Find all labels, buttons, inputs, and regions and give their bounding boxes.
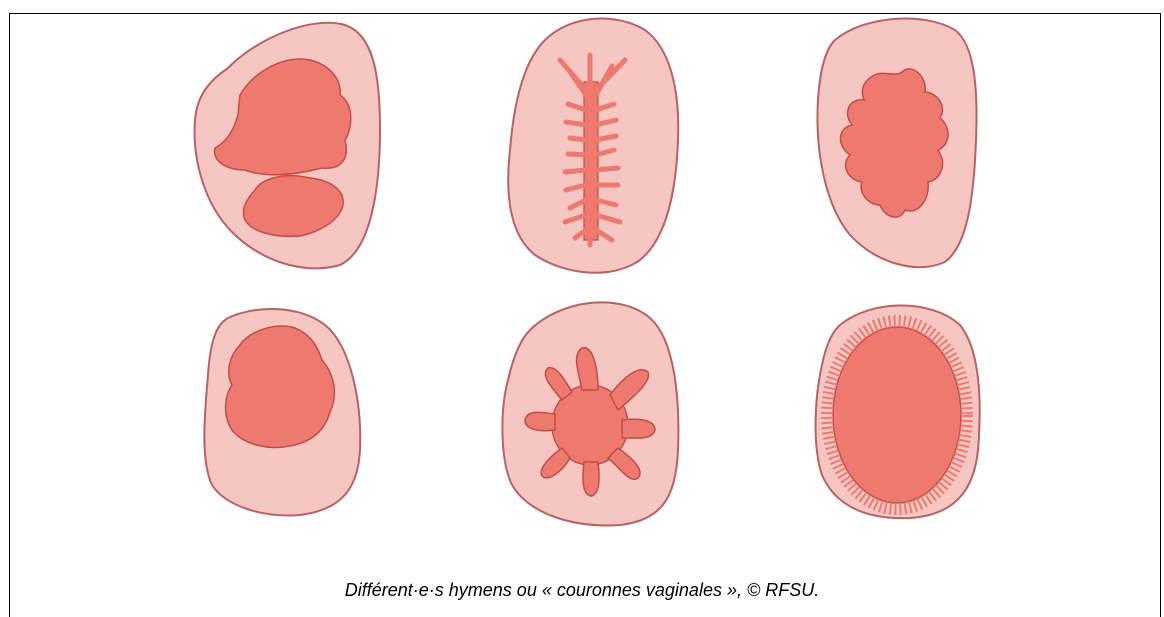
figure-caption: Différent·e·s hymens ou « couronnes vagi… bbox=[0, 580, 1164, 601]
hymen-irregular-lobes bbox=[195, 23, 380, 269]
inner-opening bbox=[833, 327, 961, 503]
hymen-crescent bbox=[204, 309, 360, 515]
hymen-septate-fringed bbox=[508, 19, 678, 273]
hymen-fimbriated bbox=[816, 305, 980, 518]
hymen-wavy bbox=[817, 19, 976, 268]
hymen-petal bbox=[502, 302, 678, 525]
